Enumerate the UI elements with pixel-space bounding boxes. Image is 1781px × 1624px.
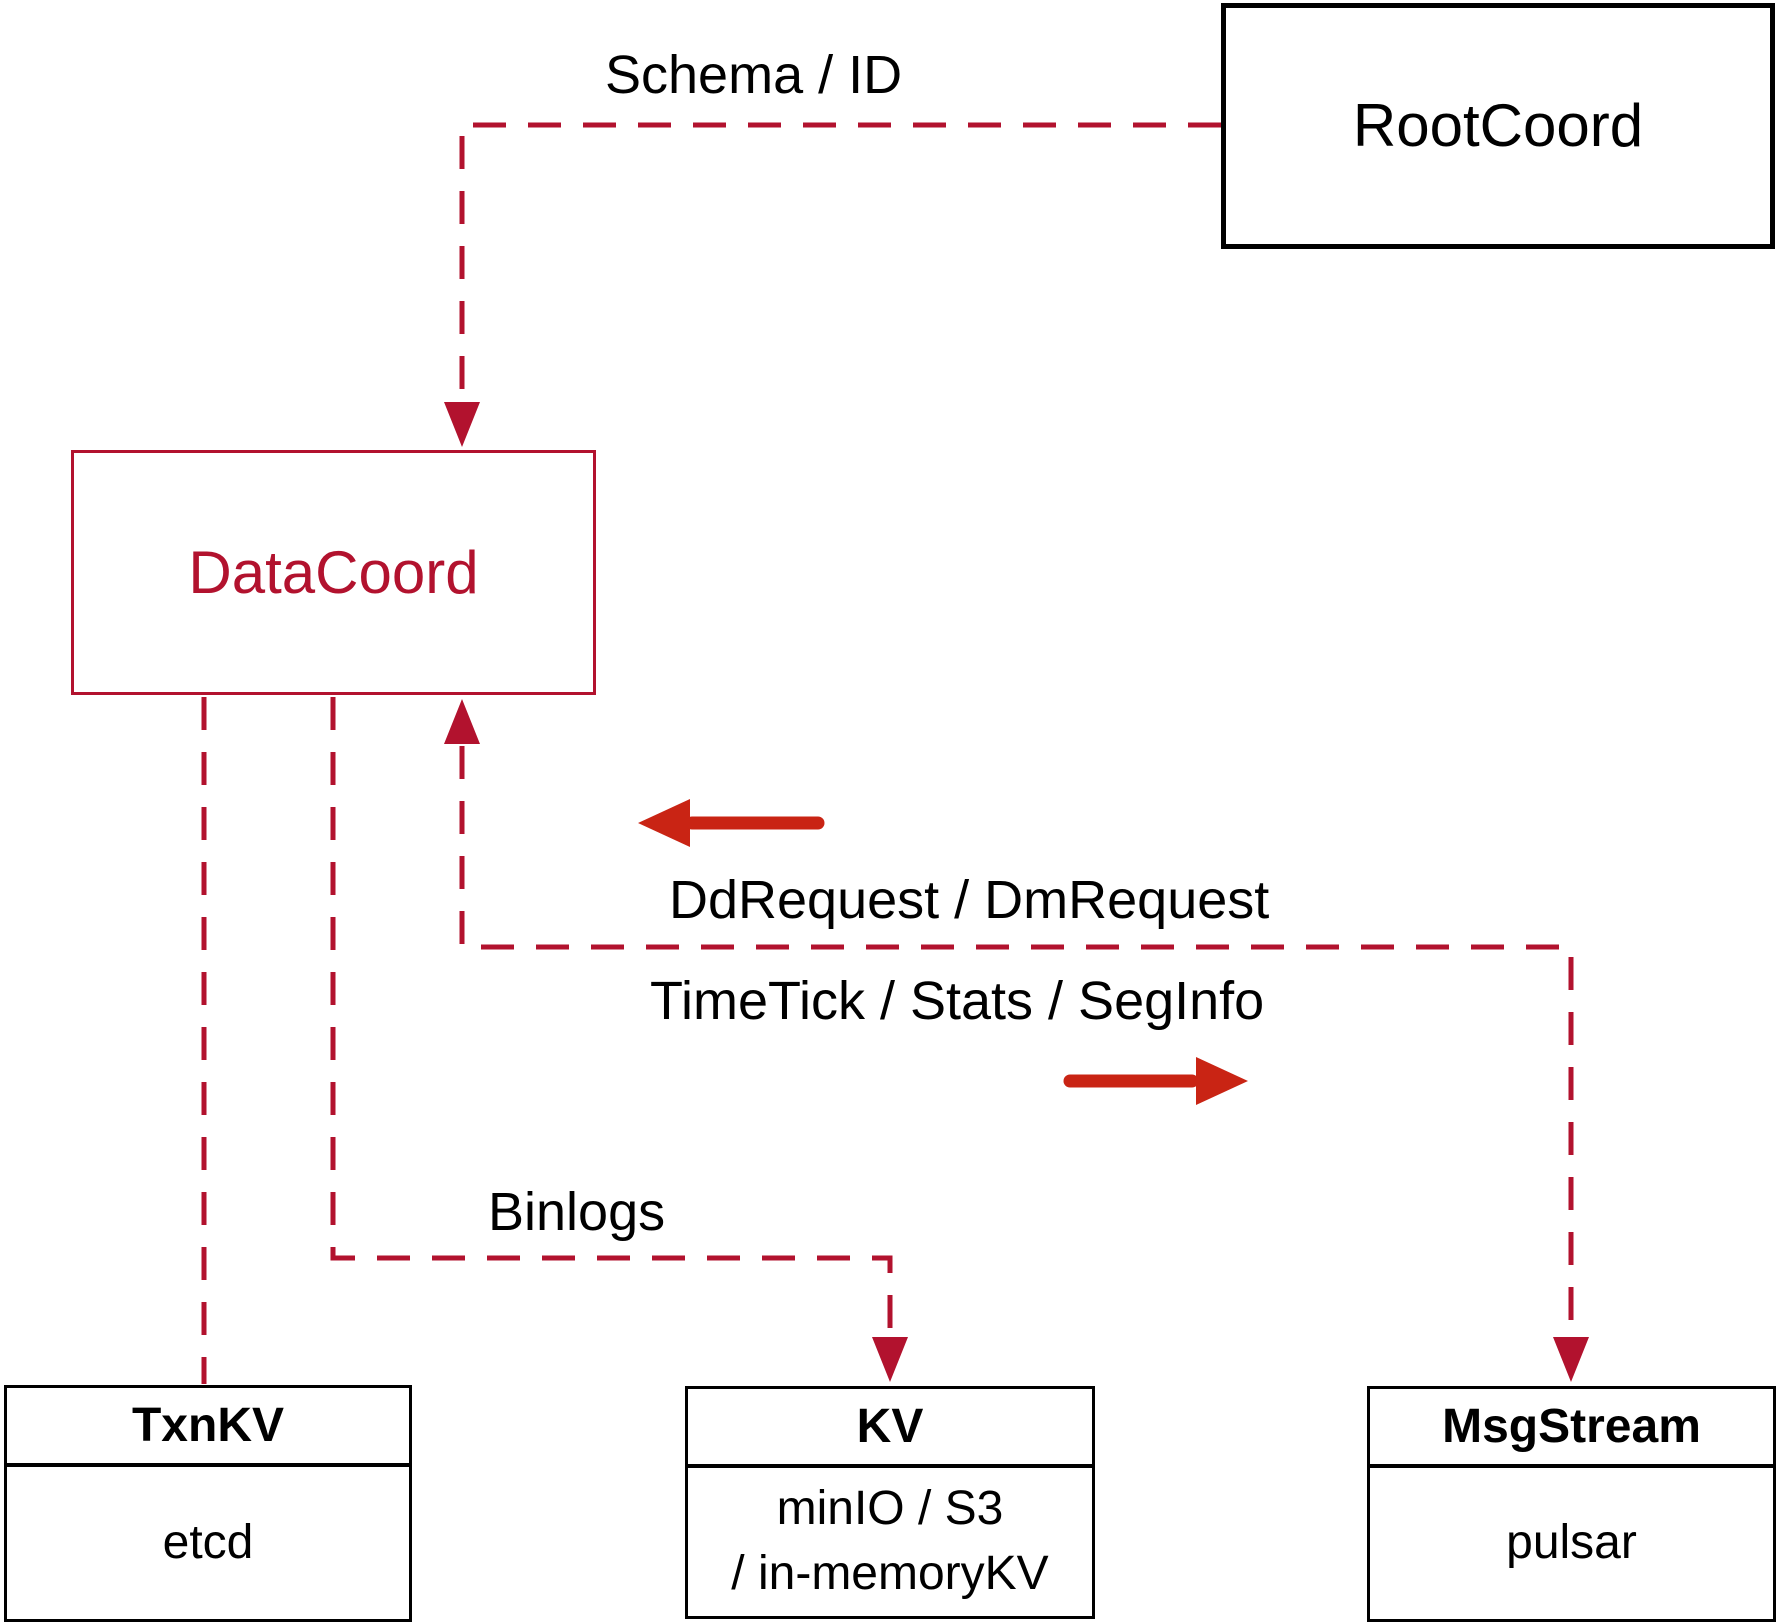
kv-node: KV minIO / S3 / in-memoryKV: [685, 1386, 1095, 1619]
msgstream-node: MsgStream pulsar: [1367, 1386, 1776, 1622]
kv-subtitle: minIO / S3 / in-memoryKV: [688, 1468, 1092, 1616]
schema-id-edge-label: Schema / ID: [605, 45, 903, 105]
schema-id-arrowhead-icon: [444, 402, 480, 447]
txnkv-subtitle: etcd: [162, 1515, 254, 1569]
datacoord-up-arrowhead-icon: [444, 699, 480, 744]
binlogs-edge-label: Binlogs: [488, 1182, 666, 1242]
kv-subtitle-line2: / in-memoryKV: [731, 1547, 1049, 1600]
msgstream-subtitle: pulsar: [1506, 1516, 1637, 1570]
rootcoord-node: RootCoord: [1221, 3, 1775, 249]
rootcoord-label: RootCoord: [1352, 92, 1644, 159]
msgstream-arrowhead-icon: [1553, 1337, 1589, 1382]
kv-title: KV: [688, 1389, 1092, 1468]
txnkv-title: TxnKV: [7, 1388, 409, 1467]
left-direction-arrow-icon: [638, 799, 690, 847]
ddrequest-edge-label: DdRequest / DmRequest: [669, 870, 1270, 930]
datacoord-label: DataCoord: [188, 538, 479, 606]
timetick-edge-label: TimeTick / Stats / SegInfo: [650, 971, 1265, 1031]
txnkv-node: TxnKV etcd: [4, 1385, 412, 1622]
binlogs-arrowhead-icon: [872, 1337, 908, 1382]
schema-id-connector: [459, 122, 1221, 404]
msgstream-connector: [459, 746, 1574, 1337]
msgstream-title: MsgStream: [1370, 1389, 1773, 1468]
datacoord-node: DataCoord: [71, 450, 596, 695]
kv-subtitle-line1: minIO / S3: [776, 1482, 1004, 1536]
right-direction-arrow-icon: [1196, 1057, 1248, 1105]
